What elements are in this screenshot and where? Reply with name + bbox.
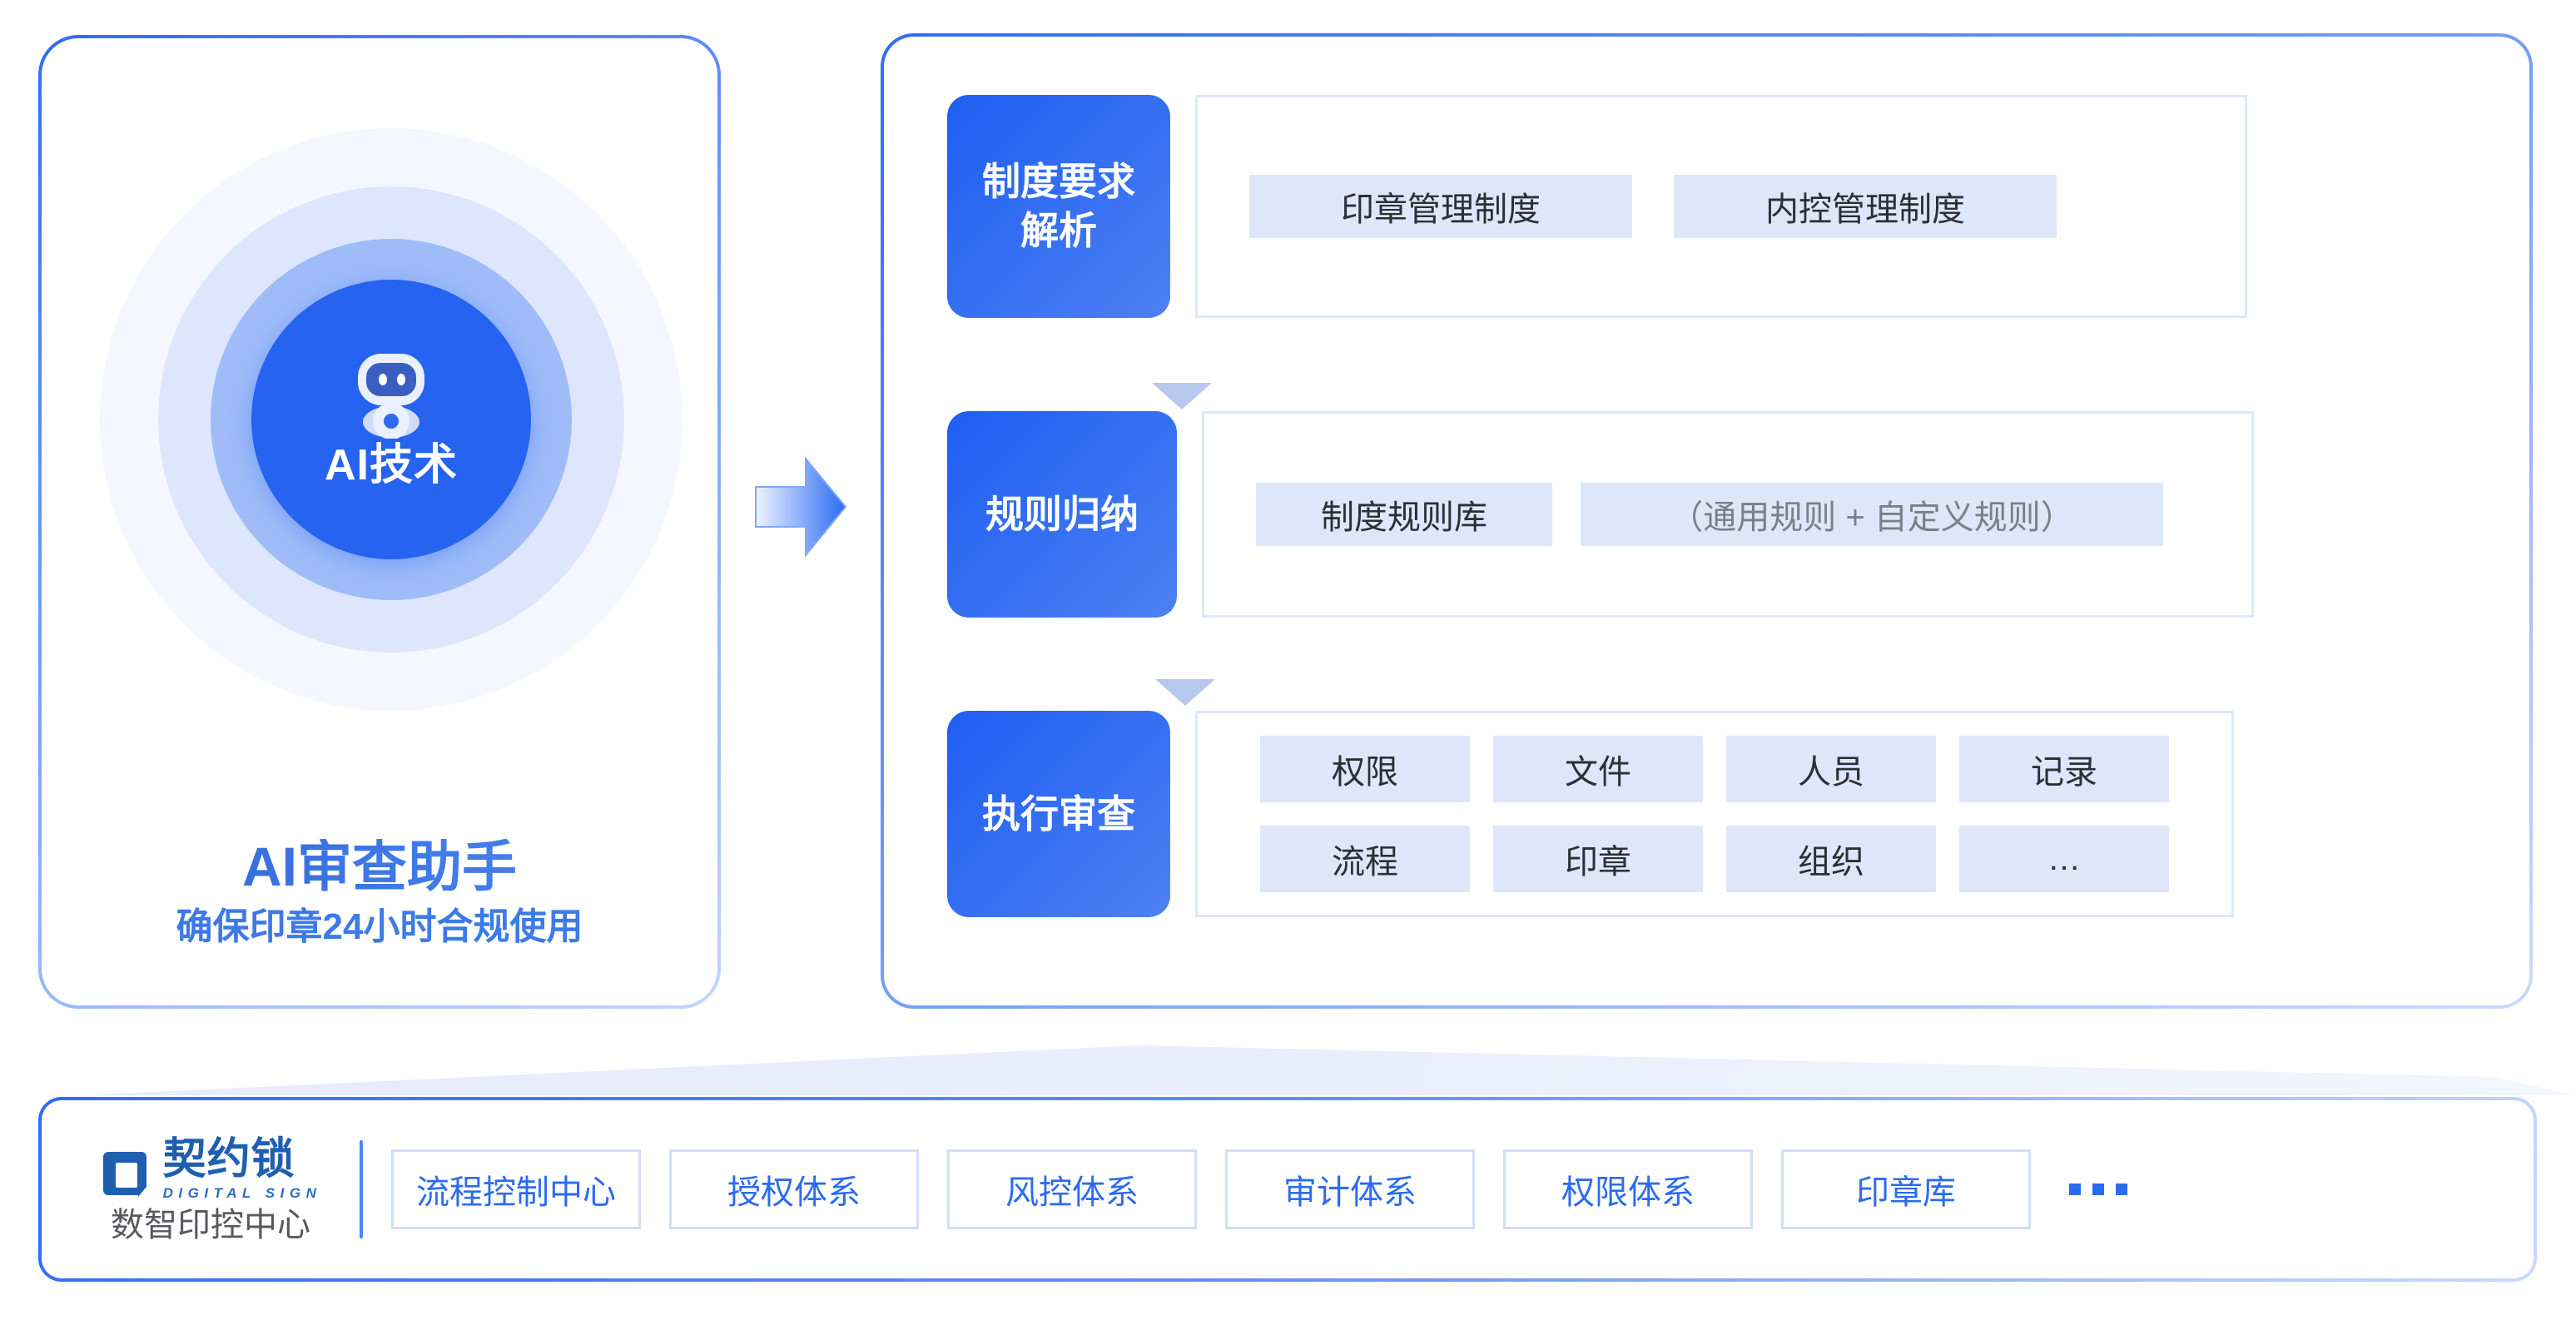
ai-assistant-card: AI技术 AI审查助手 确保印章24小时合规使用 <box>38 35 721 1009</box>
stage-box-execute-review[interactable]: 执行审查 <box>947 711 1170 917</box>
brand-top-row: 契约锁 DIGITAL SIGN <box>100 1138 322 1202</box>
chip-rule-library[interactable]: 制度规则库 <box>1256 483 1552 546</box>
flow-row-1: 制度要求 解析 印章管理制度 内控管理制度 <box>947 95 2247 318</box>
ai-core-circle: AI技术 <box>251 280 531 559</box>
stage-box-policy-parse[interactable]: 制度要求 解析 <box>947 95 1170 318</box>
flow-row-2: 规则归纳 制度规则库 （通用规则 + 自定义规则） <box>947 411 2254 618</box>
stage-label-line1: 规则归纳 <box>985 492 1139 536</box>
chip-seal-management-policy[interactable]: 印章管理制度 <box>1249 175 1632 238</box>
footer-nav: 流程控制中心 授权体系 风控体系 审计体系 权限体系 印章库 <box>391 1149 2127 1229</box>
nav-pill-authorization-system[interactable]: 授权体系 <box>669 1149 919 1229</box>
nav-pill-audit-system[interactable]: 审计体系 <box>1225 1149 1475 1229</box>
brand-word-wrap: 契约锁 DIGITAL SIGN <box>163 1138 322 1202</box>
brand-block: 契约锁 DIGITAL SIGN 数智印控中心 <box>82 1138 340 1242</box>
chip-general-and-custom-rules[interactable]: （通用规则 + 自定义规则） <box>1581 483 2163 546</box>
chip-document[interactable]: 文件 <box>1493 736 1703 802</box>
brand-divider <box>360 1140 363 1238</box>
nav-pill-seal-library[interactable]: 印章库 <box>1781 1149 2031 1229</box>
brand-name: 契约锁 <box>162 1134 295 1184</box>
flow-row-3: 执行审查 权限 文件 人员 记录 流程 印章 组织 … <box>947 711 2234 917</box>
ellipsis-icon[interactable] <box>2069 1184 2127 1195</box>
review-dimension-grid: 权限 文件 人员 记录 流程 印章 组织 … <box>1221 736 2208 892</box>
chip-internal-control-policy[interactable]: 内控管理制度 <box>1674 175 2057 238</box>
stage-box-rule-induction[interactable]: 规则归纳 <box>947 411 1177 618</box>
ellipsis-dot-3 <box>2116 1184 2127 1195</box>
chip-more[interactable]: … <box>1959 826 2169 892</box>
process-flow-panel: 制度要求 解析 印章管理制度 内控管理制度 规则归纳 制度规则库 （通用规则 +… <box>881 33 2533 1009</box>
stage-label-line1: 制度要求 <box>982 160 1135 204</box>
stage-label-line1: 执行审查 <box>982 792 1135 836</box>
robot-icon <box>358 354 424 439</box>
detail-box-rule-induction: 制度规则库 （通用规则 + 自定义规则） <box>1202 411 2254 618</box>
chip-organization[interactable]: 组织 <box>1726 826 1936 892</box>
chip-personnel[interactable]: 人员 <box>1726 736 1936 802</box>
panel-footer-connector <box>83 1045 2576 1095</box>
chip-process[interactable]: 流程 <box>1260 826 1470 892</box>
ai-core-label: AI技术 <box>324 441 458 489</box>
detail-box-policy-parse: 印章管理制度 内控管理制度 <box>1195 95 2247 318</box>
nav-pill-risk-control-system[interactable]: 风控体系 <box>947 1149 1197 1229</box>
qiyuesuo-logo-icon <box>102 1151 146 1197</box>
brand-tagline-en: DIGITAL SIGN <box>162 1184 322 1201</box>
chip-seal[interactable]: 印章 <box>1493 826 1703 892</box>
ai-assistant-title: AI审查助手 <box>42 839 717 894</box>
stage-label-line2: 解析 <box>1020 209 1097 252</box>
chip-record[interactable]: 记录 <box>1959 736 2169 802</box>
chip-permission[interactable]: 权限 <box>1260 736 1470 802</box>
nav-pill-process-control-center[interactable]: 流程控制中心 <box>391 1149 641 1229</box>
detail-box-execute-review: 权限 文件 人员 记录 流程 印章 组织 … <box>1195 711 2234 917</box>
footer-bar: 契约锁 DIGITAL SIGN 数智印控中心 流程控制中心 授权体系 风控体系… <box>38 1097 2537 1282</box>
chevron-down-icon-1 <box>1152 383 1212 409</box>
brand-subtitle: 数智印控中心 <box>111 1206 310 1243</box>
nav-pill-permission-system[interactable]: 权限体系 <box>1503 1149 1753 1229</box>
ai-assistant-subtitle: 确保印章24小时合规使用 <box>176 906 583 947</box>
ellipsis-dot-1 <box>2069 1184 2081 1195</box>
ellipsis-dot-2 <box>2092 1184 2104 1195</box>
right-arrow-icon <box>755 456 847 558</box>
chevron-down-icon-2 <box>1155 679 1215 706</box>
